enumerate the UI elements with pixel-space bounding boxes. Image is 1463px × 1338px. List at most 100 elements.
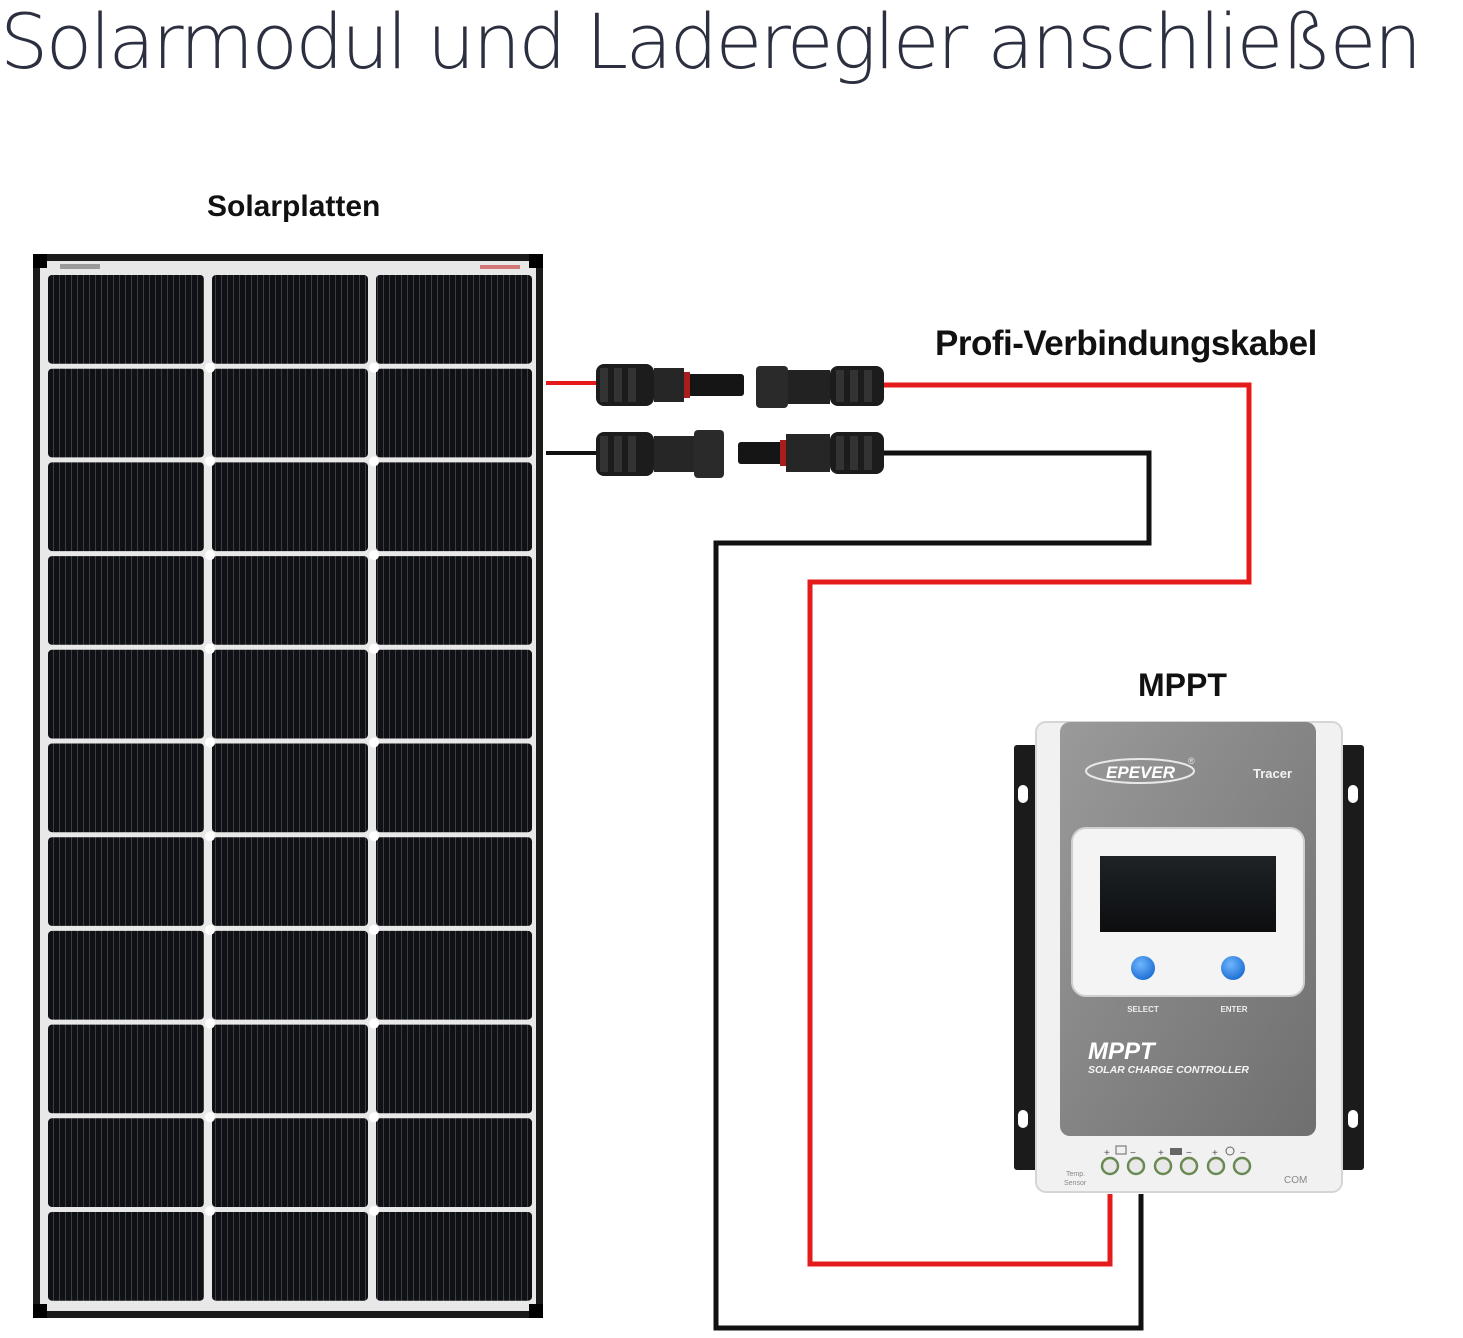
solar-cell <box>48 930 204 1020</box>
mc4-connector-bottom-left <box>596 430 724 478</box>
brand-logo: EPEVER <box>1106 763 1176 782</box>
solar-cell <box>212 837 368 926</box>
solar-cell <box>376 275 532 364</box>
panel-logo-mark <box>480 265 520 269</box>
com-port-label: COM <box>1284 1175 1307 1186</box>
charge-controller: EPEVER ® Tracer SELECT ENTER MPPT SOLAR … <box>1014 721 1364 1193</box>
lcd-screen <box>1100 856 1276 932</box>
svg-text:+: + <box>1158 1148 1164 1159</box>
terminal-pv-positive <box>1100 1156 1120 1176</box>
solar-cell <box>48 1212 204 1301</box>
cell-joint <box>369 831 379 842</box>
solar-cell <box>212 649 368 739</box>
solar-cell <box>48 556 204 645</box>
cell-joint <box>205 550 215 561</box>
cell-joint <box>205 1206 215 1216</box>
cell-joint <box>205 1018 215 1029</box>
cell-joint <box>369 550 379 561</box>
solar-cell <box>376 1212 532 1301</box>
load-bulb-icon <box>1225 1146 1235 1156</box>
cell-joint <box>369 737 379 748</box>
frame-corner <box>529 254 543 268</box>
mc4-connectors <box>596 364 884 478</box>
temp-sensor-label-2: Sensor <box>1064 1180 1087 1187</box>
cell-joint <box>369 1112 379 1123</box>
solar-panel <box>33 254 543 1318</box>
frame-corner <box>529 1304 543 1318</box>
solar-cell <box>48 649 204 739</box>
cell-joint <box>369 456 379 467</box>
cell-joint <box>369 643 379 654</box>
solar-panel-label: Solarplatten <box>207 190 381 223</box>
solar-cell <box>376 556 532 645</box>
mount-hole <box>1018 1110 1028 1128</box>
select-button[interactable] <box>1131 956 1155 980</box>
mc4-connector-top-right <box>756 366 884 408</box>
solar-cell <box>48 462 204 552</box>
cell-joint <box>205 362 215 373</box>
cell-joint <box>369 1206 379 1216</box>
negative-wire <box>713 450 1152 1331</box>
mount-hole <box>1348 785 1358 803</box>
model-name: Tracer <box>1253 766 1292 781</box>
solar-cell <box>212 743 368 833</box>
temp-sensor-label: Temp. <box>1066 1171 1085 1178</box>
solar-cell <box>48 743 204 833</box>
cell-joint <box>205 456 215 467</box>
page-title: Solarmodul und Laderegler anschließen <box>0 0 1422 86</box>
terminal-block <box>1100 1156 1252 1176</box>
select-button-label: SELECT <box>1127 1005 1159 1014</box>
controller-label: MPPT <box>1138 667 1227 703</box>
wiring <box>546 381 1252 1331</box>
frame-corner <box>33 254 47 268</box>
terminal-battery-positive <box>1153 1156 1173 1176</box>
solar-cell <box>212 930 368 1020</box>
solar-cell <box>48 837 204 926</box>
solar-cell <box>212 1212 368 1301</box>
cell-joint <box>205 1112 215 1123</box>
solar-cell <box>376 368 532 458</box>
cell-joint <box>205 737 215 748</box>
solar-cell <box>48 275 204 364</box>
solar-cell <box>376 649 532 739</box>
product-subtitle: SOLAR CHARGE CONTROLLER <box>1088 1064 1249 1076</box>
enter-button-label: ENTER <box>1220 1005 1247 1014</box>
solar-cell <box>212 462 368 552</box>
svg-text:−: − <box>1130 1148 1136 1159</box>
terminal-pv-negative <box>1126 1156 1146 1176</box>
terminal-battery-negative <box>1179 1156 1199 1176</box>
svg-text:+: + <box>1212 1148 1218 1159</box>
terminal-load-negative <box>1232 1156 1252 1176</box>
svg-text:−: − <box>1240 1148 1246 1159</box>
cable-label: Profi-Verbindungskabel <box>935 324 1317 363</box>
mount-hole <box>1018 785 1028 803</box>
mc4-connector-bottom-right <box>738 432 884 474</box>
cell-joint <box>205 831 215 842</box>
solar-cell <box>376 837 532 926</box>
cell-joint <box>369 362 379 373</box>
solar-cell <box>376 1118 532 1207</box>
panel-nameplate <box>60 264 100 269</box>
brand-logo-swoosh <box>1085 758 1195 784</box>
frame-corner <box>33 1304 47 1318</box>
mounting-bracket-right <box>1338 745 1364 1170</box>
mounting-bracket-left <box>1014 745 1040 1170</box>
svg-text:−: − <box>1186 1148 1192 1159</box>
terminal-polarity-marks: + − + − + − <box>1104 1145 1246 1159</box>
solar-panel-icon <box>1115 1145 1127 1155</box>
cell-joint <box>369 924 379 935</box>
solar-cell <box>212 368 368 458</box>
svg-text:+: + <box>1104 1148 1110 1159</box>
solar-cell <box>212 1024 368 1114</box>
terminal-load-positive <box>1206 1156 1226 1176</box>
cell-joint <box>205 924 215 935</box>
panel-cells <box>48 275 532 1301</box>
product-name: MPPT <box>1088 1038 1157 1065</box>
solar-cell <box>212 275 368 364</box>
cell-joint <box>369 1018 379 1029</box>
cell-joint <box>205 643 215 654</box>
solar-cell <box>48 368 204 458</box>
solar-cell <box>212 1118 368 1207</box>
enter-button[interactable] <box>1221 956 1245 980</box>
